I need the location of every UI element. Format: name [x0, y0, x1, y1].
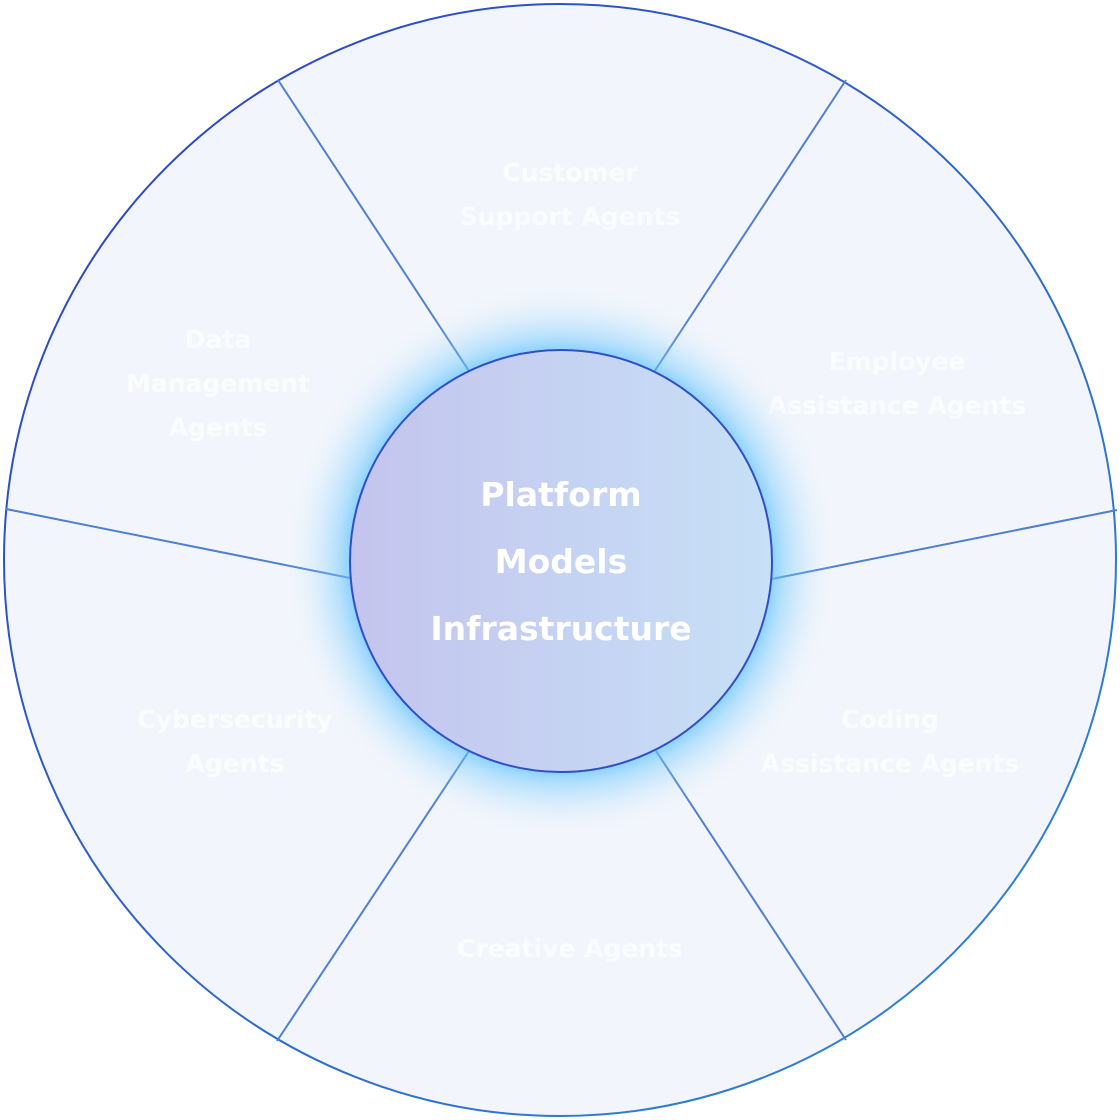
segment-label-line: Coding [841, 705, 939, 734]
segment-label-line: Agents [186, 749, 285, 778]
core-label-line: Models [495, 542, 627, 581]
segment-label-line: Data [185, 325, 251, 354]
segment-label-line: Assistance Agents [768, 391, 1026, 420]
segment-label-line: Creative Agents [457, 934, 683, 963]
segment-label-line: Customer [502, 158, 638, 187]
core-label-line: Infrastructure [430, 609, 691, 648]
segment-label-line: Agents [169, 413, 268, 442]
core-label-line: Platform [480, 475, 641, 514]
segment-label-line: Assistance Agents [761, 749, 1019, 778]
segment-label-creative: Creative Agents [457, 934, 683, 963]
segment-label-line: Support Agents [460, 202, 681, 231]
segment-label-line: Employee [829, 347, 966, 376]
segment-label-line: Cybersecurity [137, 705, 332, 734]
core-circle [349, 349, 773, 773]
segment-label-line: Management [126, 369, 310, 398]
